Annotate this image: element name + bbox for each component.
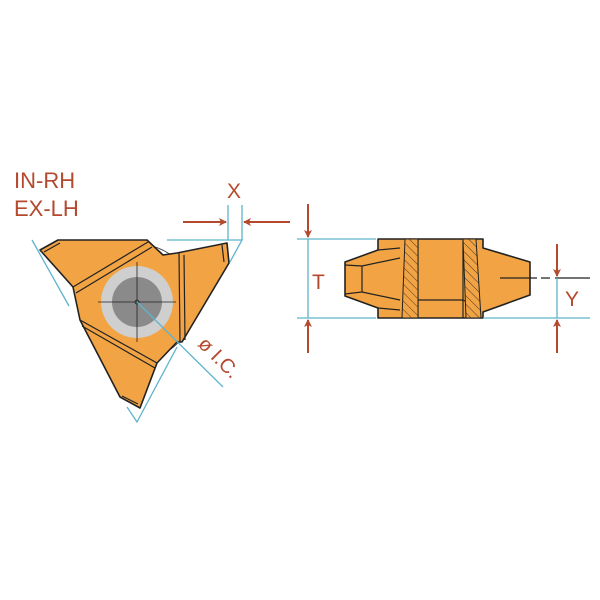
label-y: Y bbox=[565, 288, 579, 311]
label-in-rh: IN-RH bbox=[14, 168, 75, 193]
ic-leader-line bbox=[136, 301, 224, 388]
label-x: X bbox=[227, 180, 241, 203]
groove-lines bbox=[43, 241, 225, 405]
x-extension-lines bbox=[227, 205, 243, 240]
y-dimension-lines bbox=[483, 278, 590, 319]
hatched-band-right bbox=[462, 238, 482, 319]
label-ic: ø I.C. bbox=[193, 333, 243, 383]
label-ex-lh: EX-LH bbox=[14, 196, 79, 221]
insert-side-view: T Y bbox=[297, 204, 590, 353]
center-mark bbox=[134, 299, 140, 305]
t-dimension-lines bbox=[297, 238, 376, 319]
hatched-band-left bbox=[401, 238, 419, 319]
label-t: T bbox=[312, 271, 325, 294]
